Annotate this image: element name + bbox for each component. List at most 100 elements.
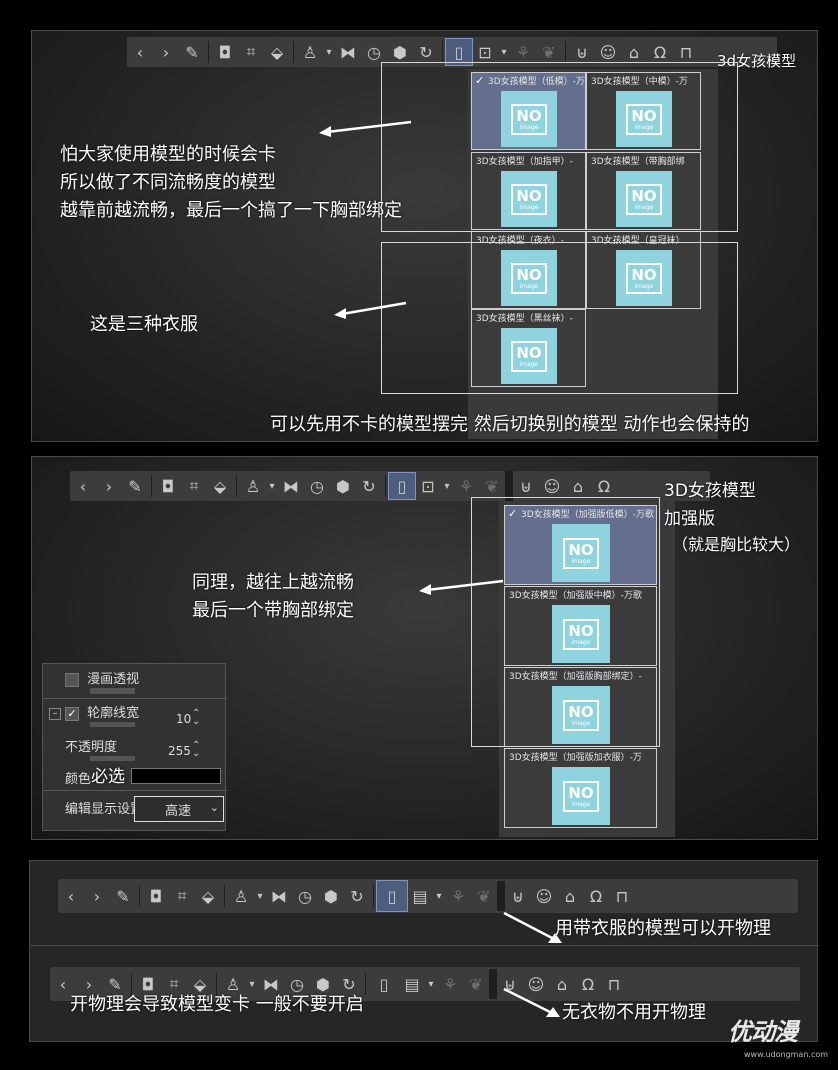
- plant-icon[interactable]: ⚘: [450, 886, 466, 906]
- head-icon[interactable]: Ω: [597, 476, 611, 496]
- head-icon[interactable]: Ω: [653, 42, 667, 62]
- prev-icon[interactable]: ‹: [59, 974, 67, 994]
- dropdown-icon[interactable]: ▾: [501, 46, 507, 58]
- pose-icon[interactable]: ♙: [302, 42, 318, 62]
- face-icon[interactable]: ☺: [543, 476, 561, 496]
- physics-toggle-icon[interactable]: ▯: [445, 38, 473, 66]
- physics-toggle-icon[interactable]: ▯: [388, 472, 416, 500]
- physics-toggle-icon[interactable]: ▯: [379, 974, 389, 994]
- hair-icon[interactable]: ⌂: [572, 476, 584, 496]
- plant-icon[interactable]: ⚘: [442, 974, 458, 994]
- manga-perspective-row[interactable]: 漫画透视: [65, 668, 139, 687]
- face-icon[interactable]: ☺: [599, 42, 617, 62]
- hair-icon[interactable]: ⌂: [556, 974, 568, 994]
- physics-toggle-icon[interactable]: ▯: [376, 880, 408, 912]
- prev-icon[interactable]: ‹: [79, 476, 87, 496]
- fit-icon[interactable]: ⌗: [177, 886, 187, 905]
- cube-icon[interactable]: ⬢: [336, 476, 350, 496]
- cube-icon[interactable]: ⬢: [393, 42, 407, 62]
- dropdown-icon[interactable]: ▾: [249, 978, 255, 990]
- manga-perspective-checkbox[interactable]: [65, 672, 79, 687]
- torso-icon[interactable]: ⊎: [504, 974, 516, 994]
- flip-icon[interactable]: ⧓: [340, 42, 356, 62]
- reset-icon[interactable]: ◷: [310, 476, 324, 496]
- outline-width-stepper-icon[interactable]: ⌃⌄: [192, 708, 201, 727]
- torso-icon[interactable]: ⊎: [520, 476, 532, 496]
- dropdown-icon[interactable]: ▾: [436, 890, 442, 902]
- face-icon[interactable]: ☺: [535, 886, 553, 906]
- opacity-stepper-icon[interactable]: ⌃⌄: [192, 740, 201, 759]
- next-icon[interactable]: ›: [85, 974, 93, 994]
- camera-icon[interactable]: ◘: [161, 476, 175, 496]
- flip-icon[interactable]: ⧓: [263, 974, 279, 994]
- dropdown-icon[interactable]: ▾: [428, 978, 434, 990]
- body-icon[interactable]: ⊡: [478, 42, 492, 62]
- leaf-icon[interactable]: ❦: [469, 974, 483, 994]
- hair-icon[interactable]: ⌂: [628, 42, 640, 62]
- collapse-icon[interactable]: –: [49, 708, 61, 720]
- opacity-value[interactable]: 255: [168, 744, 191, 758]
- next-icon[interactable]: ›: [105, 476, 113, 496]
- fit-icon[interactable]: ⌗: [189, 476, 199, 495]
- hair-icon[interactable]: ⌂: [564, 886, 576, 906]
- pose-icon[interactable]: ♙: [233, 886, 249, 906]
- lock-icon[interactable]: ⊓: [679, 42, 693, 62]
- camera-icon[interactable]: ◘: [141, 974, 155, 994]
- dropdown-icon[interactable]: ▾: [257, 890, 263, 902]
- cube-icon[interactable]: ⬢: [316, 974, 330, 994]
- outline-width-value[interactable]: 10: [176, 712, 192, 726]
- edit-display-select[interactable]: 高速 ⌄: [134, 796, 224, 822]
- wrench-icon[interactable]: ✎: [128, 476, 142, 496]
- reset-icon[interactable]: ◷: [367, 42, 381, 62]
- head-icon[interactable]: Ω: [581, 974, 595, 994]
- wrench-icon[interactable]: ✎: [116, 886, 130, 906]
- cube-icon[interactable]: ⬢: [324, 886, 338, 906]
- torso-icon[interactable]: ⊎: [576, 42, 588, 62]
- rotate-icon[interactable]: ↻: [342, 974, 356, 994]
- pose-icon[interactable]: ♙: [245, 476, 261, 496]
- clipboard-icon[interactable]: ▤: [404, 974, 420, 994]
- ground-icon[interactable]: ⬙: [201, 886, 215, 906]
- reset-icon[interactable]: ◷: [298, 886, 312, 906]
- prev-icon[interactable]: ‹: [136, 42, 144, 62]
- leaf-icon[interactable]: ❦: [477, 886, 491, 906]
- ground-icon[interactable]: ⬙: [213, 476, 227, 496]
- prev-icon[interactable]: ‹: [67, 886, 75, 906]
- dropdown-icon[interactable]: ▾: [269, 480, 275, 492]
- body-icon[interactable]: ⊡: [421, 476, 435, 496]
- leaf-icon[interactable]: ❦: [542, 42, 556, 62]
- face-icon[interactable]: ☺: [527, 974, 545, 994]
- next-icon[interactable]: ›: [93, 886, 101, 906]
- rotate-icon[interactable]: ↻: [419, 42, 433, 62]
- lock-icon[interactable]: ⊓: [615, 886, 629, 906]
- next-icon[interactable]: ›: [162, 42, 170, 62]
- outline-width-row[interactable]: ✓ 轮廓线宽: [65, 702, 139, 721]
- dropdown-icon[interactable]: ▾: [326, 46, 332, 58]
- flip-icon[interactable]: ⧓: [283, 476, 299, 496]
- opacity-slider[interactable]: [90, 756, 135, 761]
- plant-icon[interactable]: ⚘: [458, 476, 474, 496]
- fit-icon[interactable]: ⌗: [246, 42, 256, 61]
- color-swatch[interactable]: [131, 768, 221, 784]
- ground-icon[interactable]: ⬙: [193, 974, 207, 994]
- dropdown-icon[interactable]: ▾: [444, 480, 450, 492]
- outline-width-slider[interactable]: [90, 722, 135, 727]
- flip-icon[interactable]: ⧓: [271, 886, 287, 906]
- wrench-icon[interactable]: ✎: [108, 974, 122, 994]
- lock-icon[interactable]: ⊓: [607, 974, 621, 994]
- reset-icon[interactable]: ◷: [290, 974, 304, 994]
- pose-icon[interactable]: ♙: [225, 974, 241, 994]
- fit-icon[interactable]: ⌗: [169, 974, 179, 993]
- outline-width-checkbox[interactable]: ✓: [65, 706, 79, 721]
- rotate-icon[interactable]: ↻: [350, 886, 364, 906]
